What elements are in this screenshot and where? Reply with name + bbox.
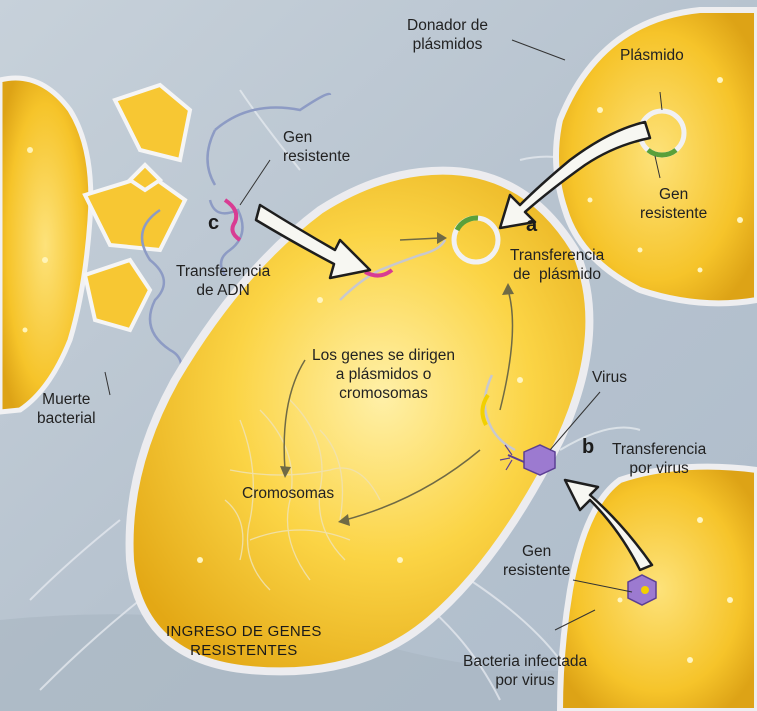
label-donador: Donador de plásmidos — [407, 16, 488, 54]
label-transferencia-plasmido: Transferencia de plásmido — [510, 246, 604, 284]
label-muerte-bacterial: Muerte bacterial — [37, 390, 96, 428]
label-virus: Virus — [592, 368, 627, 387]
label-transferencia-virus: Transferencia por virus — [612, 440, 706, 478]
letter-c: c — [208, 212, 219, 235]
label-cromosomas: Cromosomas — [242, 484, 334, 503]
label-ingreso-genes: INGRESO DE GENES RESISTENTES — [166, 622, 322, 660]
label-gen-resistente-left: Gen resistente — [283, 128, 350, 166]
letter-a: a — [526, 214, 537, 237]
label-plasmido: Plásmido — [620, 46, 684, 65]
label-gen-resistente-top: Gen resistente — [640, 185, 707, 223]
label-bacteria-infectada: Bacteria infectada por virus — [463, 652, 587, 690]
label-genes-dirigen: Los genes se dirigen a plásmidos o cromo… — [312, 346, 455, 403]
virus-infecting — [628, 575, 656, 605]
label-gen-resistente-bottom: Gen resistente — [503, 542, 570, 580]
letter-b: b — [582, 436, 594, 459]
label-transferencia-adn: Transferencia de ADN — [176, 262, 270, 300]
